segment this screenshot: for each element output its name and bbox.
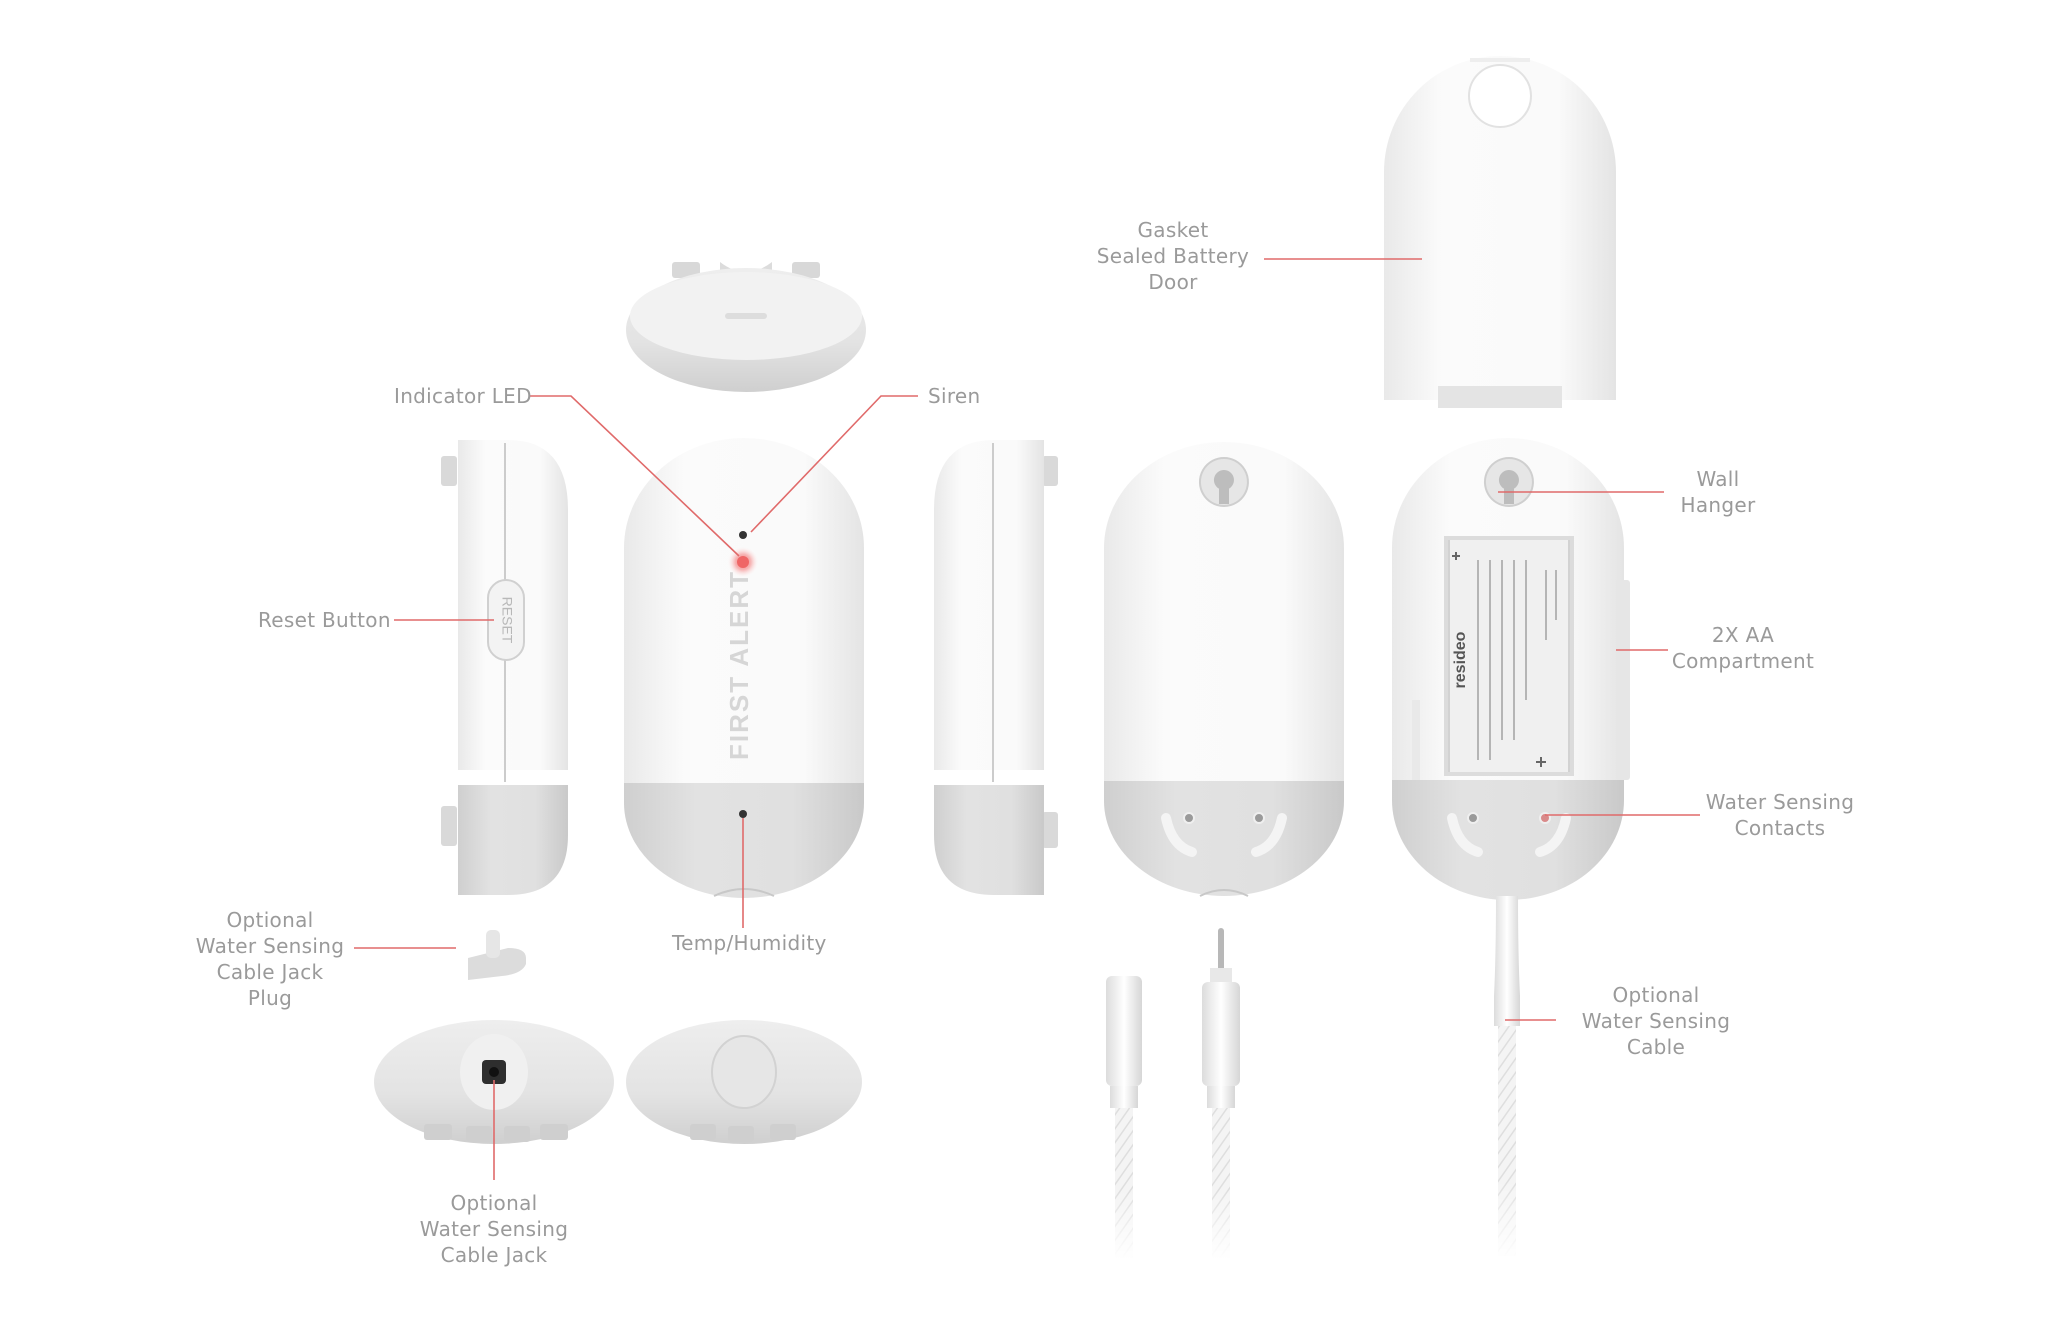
label-jack-line3: Cable Jack [440,1243,548,1267]
label-plug-line4: Plug [247,986,293,1010]
label-gasket-line2: Sealed Battery [1096,244,1250,268]
label-battery-line2: Compartment [1671,649,1815,673]
label-gasket-door: Gasket Sealed Battery Door [1090,217,1256,295]
label-cable-line2: Water Sensing [1581,1009,1731,1033]
leader-indicator-led [530,395,740,557]
sensing-cable [1490,896,1524,1260]
siren-port [739,531,747,539]
back-device [1104,442,1344,897]
label-jack-line2: Water Sensing [419,1217,569,1241]
front-device: FIRST ALERT [624,438,864,898]
label-indicator-led: Indicator LED [394,384,532,408]
battery-door [1384,56,1616,408]
label-plug-line1: Optional [226,908,314,932]
bottom-view-covered [626,1020,862,1144]
label-water-contacts: Water Sensing Contacts [1700,789,1860,841]
label-siren: Siren [928,384,981,408]
temp-humidity-port [739,810,747,818]
label-cable-line1: Optional [1612,983,1700,1007]
label-temp-humidity: Temp/Humidity [672,931,827,955]
left-side-device: RESET [441,440,568,895]
label-reset-button: Reset Button [258,608,391,632]
reset-text: RESET [499,597,515,644]
label-gasket-line3: Door [1148,270,1198,294]
label-wall-line2: Hanger [1680,493,1756,517]
leader-lines [354,258,1700,1180]
open-device: resideo [1392,438,1630,900]
cable-female-jack [1100,976,1148,1260]
top-view-device [626,262,866,392]
label-gasket-line1: Gasket [1137,218,1209,242]
leader-siren [750,395,918,533]
cable-jack-plug [468,930,526,980]
label-plug-line3: Cable Jack [216,960,324,984]
label-contacts-line2: Contacts [1734,816,1826,840]
cable-male-plug [1196,928,1246,1260]
label-sensing-cable: Optional Water Sensing Cable [1576,982,1736,1060]
label-contacts-line1: Water Sensing [1705,790,1855,814]
label-battery-compartment: 2X AA Compartment [1668,622,1818,674]
front-logo: FIRST ALERT [724,570,754,760]
label-battery-line1: 2X AA [1711,623,1775,647]
label-wall-hanger: Wall Hanger [1668,466,1768,518]
label-wall-line1: Wall [1696,467,1740,491]
label-brand: resideo [1452,631,1469,688]
label-cable-line3: Cable [1626,1035,1686,1059]
label-cable-jack: Optional Water Sensing Cable Jack [414,1190,574,1268]
label-jack-line1: Optional [450,1191,538,1215]
label-cable-jack-plug: Optional Water Sensing Cable Jack Plug [190,907,350,1011]
label-plug-line2: Water Sensing [195,934,345,958]
right-side-device [934,440,1058,895]
compliance-label [1450,540,1568,772]
